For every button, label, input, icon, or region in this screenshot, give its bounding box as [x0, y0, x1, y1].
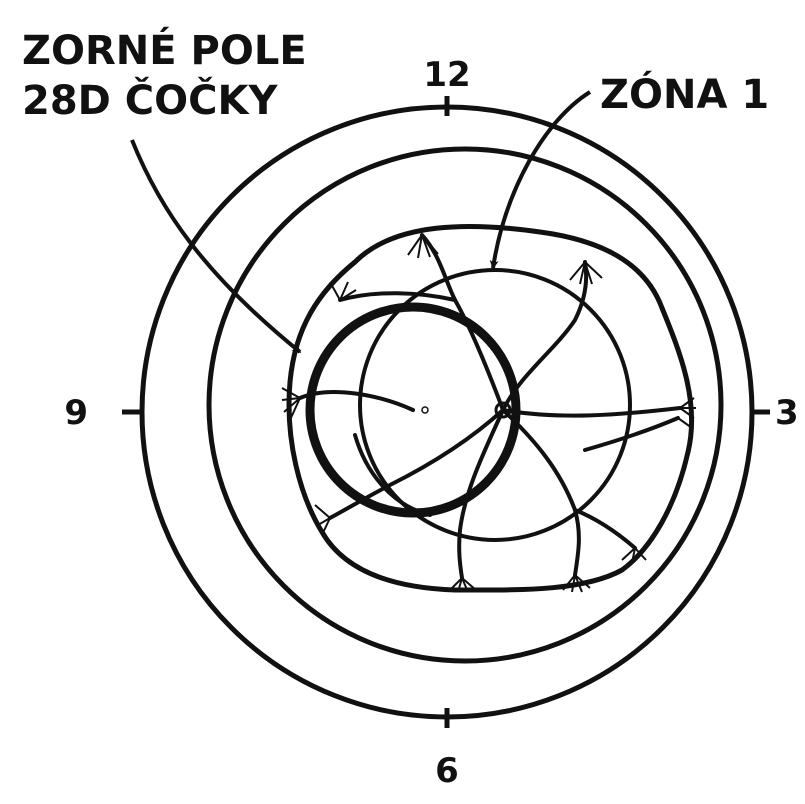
- vessel-nasal: [501, 406, 682, 418]
- fan-lower-right: [621, 547, 647, 564]
- vortex-fans: [281, 234, 696, 593]
- vessel-nasal-lower: [583, 416, 680, 452]
- clock-label-12: 12: [423, 55, 470, 95]
- vessel-inner-arc: [353, 433, 432, 517]
- optic-disc: [494, 401, 512, 419]
- vessel-lower-temporal: [328, 408, 505, 520]
- fan-nasal: [677, 397, 696, 429]
- clock-label-9: 9: [64, 393, 88, 433]
- vessel-upper-nasal: [501, 260, 589, 412]
- field-of-view-label-line1: ZORNÉ POLE: [22, 26, 307, 74]
- field-of-view-pointer-arrow: [130, 139, 302, 354]
- vessel-temporal: [298, 390, 415, 412]
- fan-upper-temporal: [329, 281, 357, 301]
- fan-upper-mid: [407, 234, 439, 259]
- zone-1-circle: [358, 268, 632, 542]
- zone-1-pointer-arrow: [489, 90, 592, 270]
- retinal-vessels: [298, 233, 682, 580]
- vessel-lower-branch: [573, 508, 637, 550]
- peripheral-boundary: [286, 223, 695, 593]
- field-of-view-label-line2: 28D ČOČKY: [22, 76, 279, 124]
- vessel-lower-mid: [457, 408, 505, 580]
- clock-label-6: 6: [435, 751, 459, 791]
- vessel-lower-nasal: [501, 408, 581, 577]
- zone-1-label: ZÓNA 1: [600, 70, 769, 118]
- vessel-upper-temporal: [338, 291, 457, 302]
- clock-ticks: [122, 96, 770, 728]
- fovea: [421, 406, 429, 414]
- clock-label-3: 3: [775, 393, 799, 433]
- fan-lower-nasal: [562, 574, 591, 593]
- fan-lower-mid: [449, 577, 477, 593]
- fan-temporal: [281, 387, 301, 421]
- fan-upper-nasal: [569, 261, 603, 285]
- fan-lower-temporal: [314, 504, 331, 536]
- ora-serrata-ring: [206, 146, 724, 664]
